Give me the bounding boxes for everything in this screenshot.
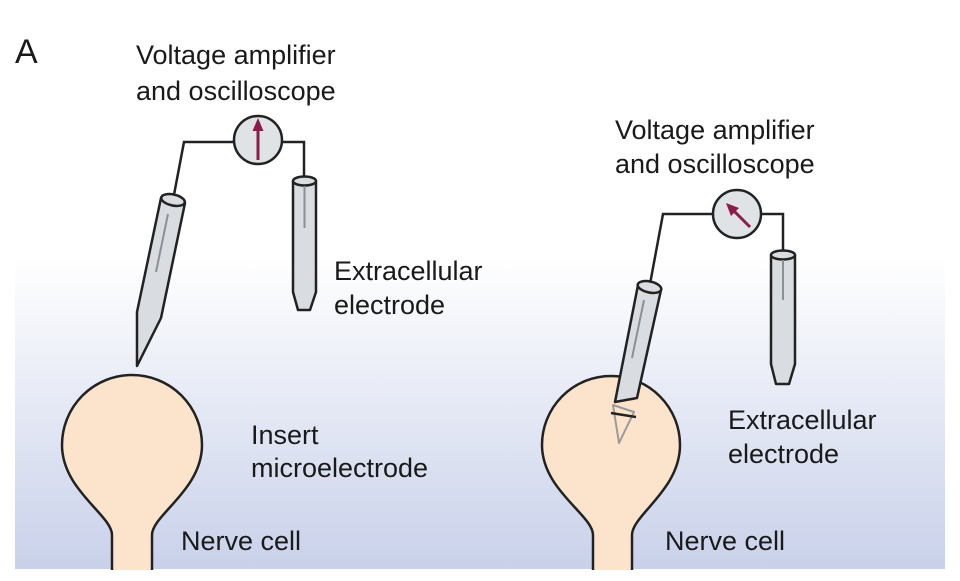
panel-letter: A (15, 33, 38, 71)
right-nerve-cell (540, 374, 682, 570)
left-electrode-label-line1: Extracellular (334, 256, 483, 286)
left-amplifier-label-line1: Voltage amplifier (136, 40, 336, 70)
right-amplifier-label-line2: and oscilloscope (615, 149, 815, 179)
left-amplifier-label-line2: and oscilloscope (136, 76, 336, 106)
right-electrode-label-line2: electrode (728, 439, 840, 469)
left-microelectrode (135, 192, 187, 368)
insert-label-line1: Insert (251, 420, 319, 450)
right-microelectrode (610, 279, 663, 444)
left-electrode-label-line2: electrode (334, 290, 446, 320)
meter-needle-icon (726, 203, 752, 229)
right-wire-extracellular (762, 212, 785, 253)
insert-label-line2: microelectrode (251, 453, 429, 483)
left-nerve-cell-label: Nerve cell (181, 526, 302, 556)
left-nerve-cell (60, 373, 204, 570)
right-wire-microelectrode (648, 212, 713, 285)
meter-needle-icon (252, 118, 264, 160)
right-voltage-meter (711, 188, 763, 240)
left-voltage-meter (232, 114, 284, 166)
right-extracellular-electrode (769, 249, 797, 386)
left-wire-extracellular (283, 140, 306, 180)
right-electrode-label-line1: Extracellular (728, 405, 877, 435)
left-extracellular-electrode (291, 175, 318, 312)
right-nerve-cell-label: Nerve cell (665, 526, 786, 556)
right-amplifier-label-line1: Voltage amplifier (615, 115, 815, 145)
left-wire-microelectrode (171, 140, 234, 201)
